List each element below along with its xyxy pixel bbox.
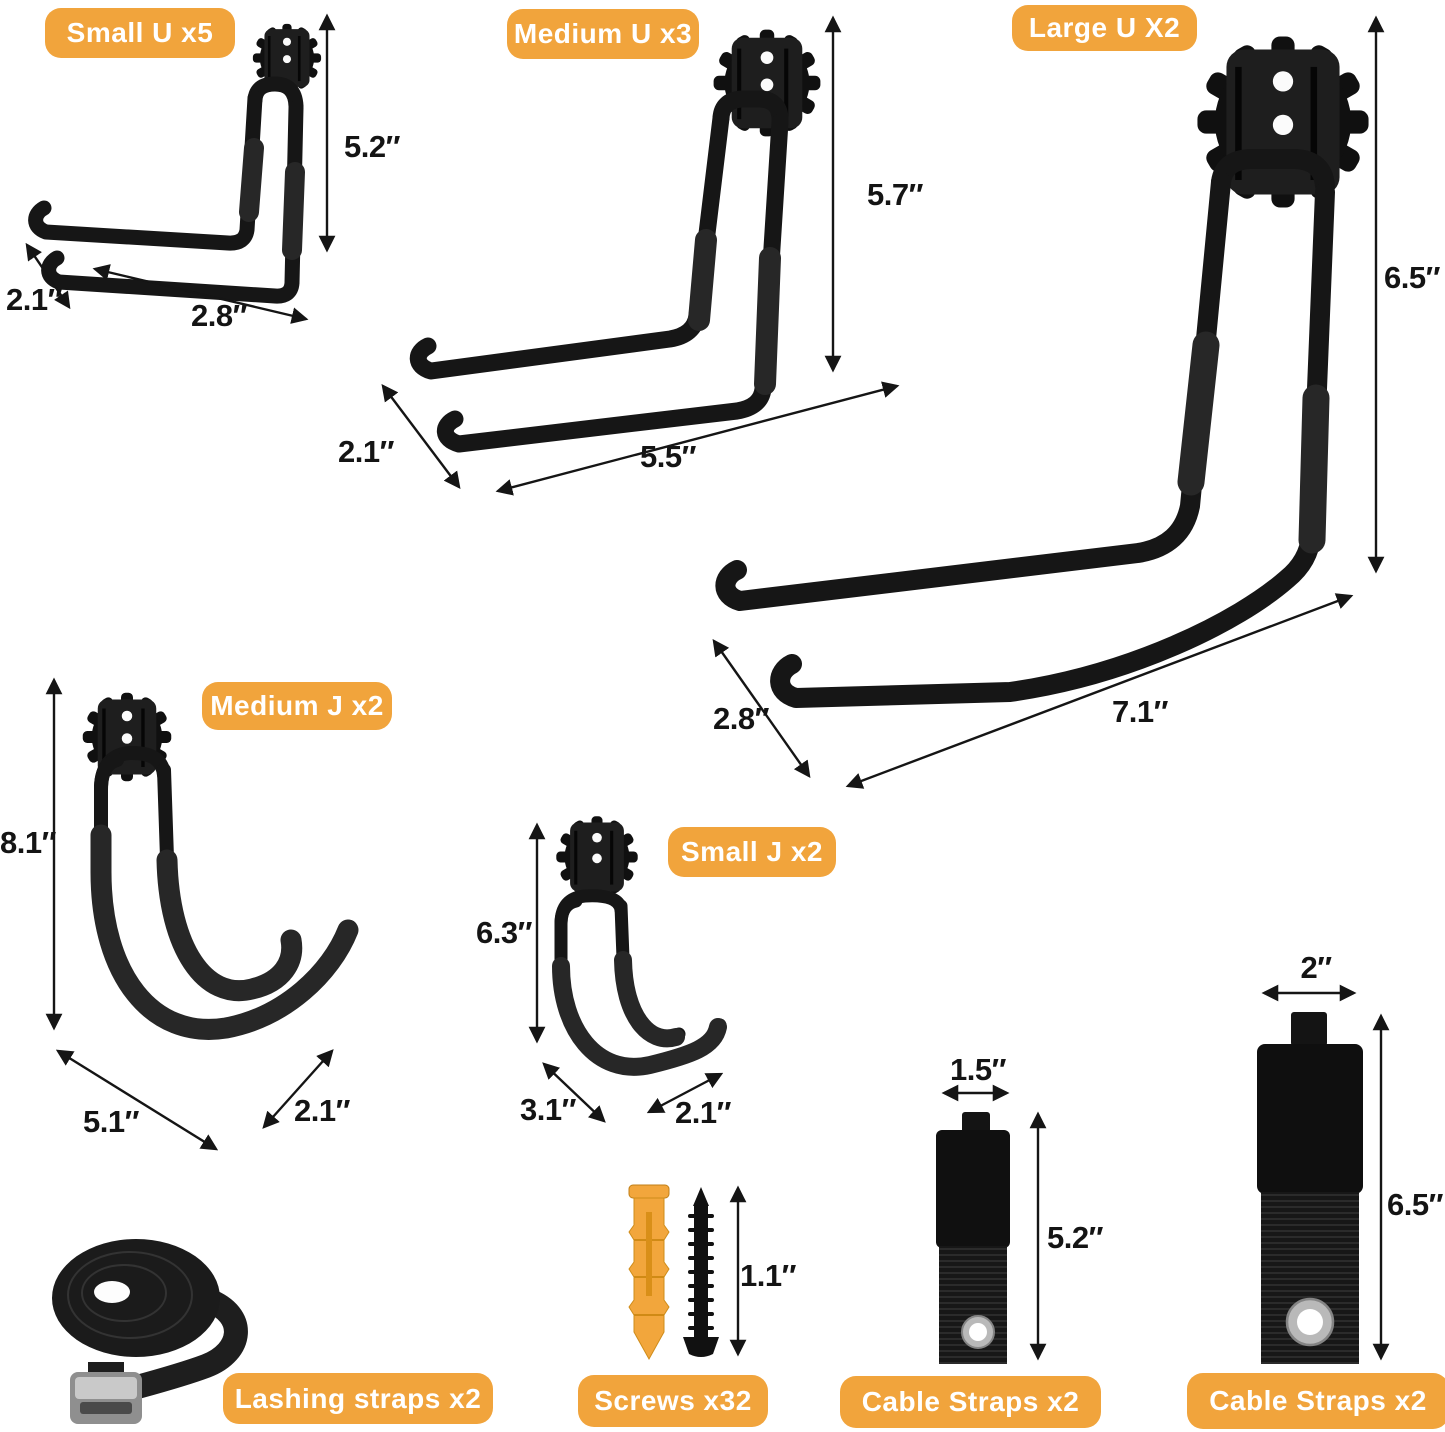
dim-screws-length: 1.1″ (740, 1258, 796, 1293)
large-u-hook-image (715, 36, 1369, 708)
wall-anchor-image (628, 1184, 670, 1361)
sprocket-mount-plate-icon (556, 816, 638, 898)
badge-screws: Screws x32 (578, 1375, 768, 1427)
dim-cable-small-height: 5.2″ (1047, 1220, 1103, 1255)
dim-large-u-width: 7.1″ (1112, 694, 1168, 729)
badge-cable-straps-small: Cable Straps x2 (840, 1376, 1101, 1428)
dim-cable-small-width: 1.5″ (950, 1052, 1006, 1087)
lashing-strap-image (52, 1239, 248, 1424)
medium-u-dimension-arrows (381, 15, 900, 496)
medium-u-hook-image (409, 29, 821, 453)
badge-medium-j: Medium J x2 (202, 682, 392, 730)
small-j-dimension-arrows (528, 822, 724, 1123)
dim-small-u-width: 2.8″ (191, 298, 247, 333)
cable-strap-large-dimension-arrows (1261, 984, 1390, 1361)
dim-large-u-depth: 2.8″ (713, 701, 769, 736)
dim-medium-u-depth: 2.1″ (338, 434, 394, 469)
dim-medium-u-height: 5.7″ (867, 177, 923, 212)
small-j-hook-image (552, 816, 727, 1076)
dim-medium-u-width: 5.5″ (640, 439, 696, 474)
dim-medium-j-width: 5.1″ (83, 1104, 139, 1139)
dim-cable-large-width: 2″ (1300, 950, 1332, 985)
dim-small-u-depth: 2.1″ (6, 282, 62, 317)
cable-strap-small-dimension-arrows (941, 1084, 1047, 1361)
dim-small-j-width: 3.1″ (520, 1092, 576, 1127)
dim-cable-large-height: 6.5″ (1387, 1187, 1443, 1222)
badge-medium-u: Medium U x3 (507, 9, 699, 59)
dim-small-u-height: 5.2″ (344, 129, 400, 164)
badge-large-u: Large U X2 (1012, 5, 1197, 51)
cable-strap-small-image (936, 1112, 1010, 1364)
dim-small-j-depth: 2.1″ (675, 1095, 731, 1130)
dim-large-u-height: 6.5″ (1384, 260, 1440, 295)
badge-small-j: Small J x2 (668, 827, 836, 877)
sprocket-mount-plate-icon (713, 29, 821, 137)
badge-lashing-straps: Lashing straps x2 (223, 1373, 493, 1424)
screw-image (683, 1187, 719, 1357)
dim-medium-j-depth: 2.1″ (294, 1093, 350, 1128)
small-u-dimension-arrows (25, 13, 336, 324)
cable-strap-large-image (1257, 1012, 1363, 1364)
small-u-hook-image (28, 23, 322, 304)
large-u-dimension-arrows (712, 15, 1385, 789)
dim-medium-j-height: 8.1″ (0, 825, 56, 860)
medium-j-hook-image (82, 692, 359, 1040)
medium-j-dimension-arrows (45, 677, 334, 1151)
dim-small-j-height: 6.3″ (476, 915, 532, 950)
badge-cable-straps-large: Cable Straps x2 (1187, 1373, 1445, 1429)
badge-small-u: Small U x5 (45, 8, 235, 58)
